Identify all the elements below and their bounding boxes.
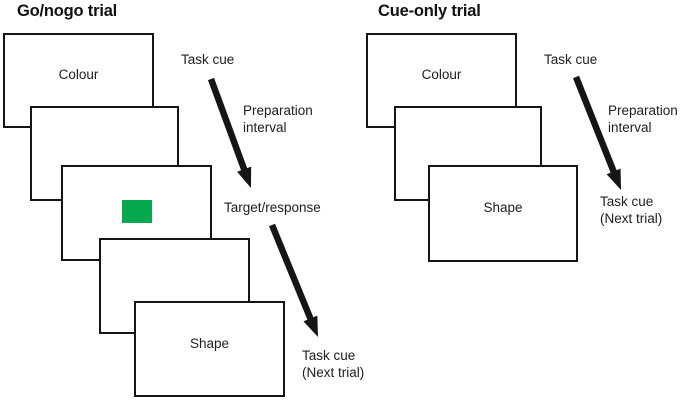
green-square-icon	[122, 200, 152, 223]
target-response: Target/response	[224, 199, 321, 216]
annotation-line: Target/response	[224, 200, 321, 215]
screen-label: Colour	[421, 67, 462, 82]
annotation-line: (Next trial)	[302, 365, 365, 380]
annotation-line: Task cue	[600, 194, 654, 209]
annotation-line: Preparation	[243, 103, 313, 118]
next-trial-cue: Task cue (Next trial)	[302, 347, 364, 381]
screen-frame: Shape	[134, 301, 285, 397]
annotation-line: Task cue	[302, 348, 356, 363]
screen-frame: Shape	[428, 165, 578, 262]
task-cue-label: Task cue	[544, 51, 597, 68]
screen-label: Shape	[189, 336, 230, 351]
preparation-interval: Preparation interval	[243, 102, 313, 136]
preparation-interval: Preparation interval	[608, 102, 678, 136]
panel-title-cue-only: Cue-only trial	[378, 2, 481, 20]
annotation-line: interval	[608, 120, 652, 135]
annotation-line: (Next trial)	[600, 211, 663, 226]
annotation-line: Task cue	[181, 52, 235, 67]
panel-title-go-nogo: Go/nogo trial	[17, 2, 118, 20]
annotation-line: Task cue	[544, 52, 598, 67]
annotation-line: Preparation	[608, 103, 678, 118]
screen-label: Colour	[58, 67, 99, 82]
next-trial-cue: Task cue (Next trial)	[600, 193, 662, 227]
annotation-line: interval	[243, 120, 287, 135]
task-cue-label: Task cue	[181, 51, 234, 68]
screen-label: Shape	[483, 200, 523, 215]
